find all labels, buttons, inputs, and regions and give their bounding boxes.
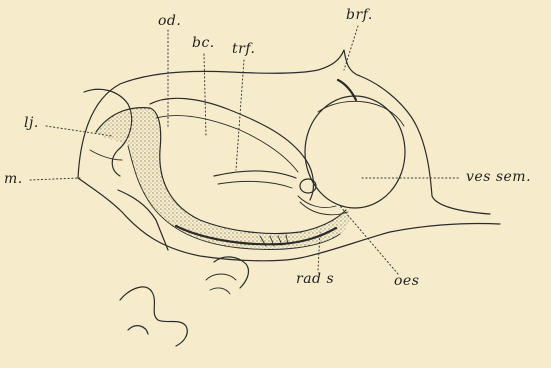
seminal-vesicle: [305, 96, 405, 208]
label-rads: rad s: [296, 272, 334, 286]
label-m: m.: [4, 172, 23, 186]
transverse-fold-lower: [218, 181, 292, 188]
leader-brf: [344, 26, 358, 70]
label-od: od.: [158, 14, 181, 28]
transverse-fold: [214, 171, 296, 178]
leader-bc: [204, 54, 206, 136]
leader-m: [30, 178, 80, 180]
buccal-cavity-inner: [156, 116, 298, 172]
label-trf: trf.: [232, 42, 255, 56]
ventral-fringe: [120, 257, 248, 346]
ventral-lobe: [206, 274, 236, 294]
buccal-cavity-outline: [150, 98, 313, 200]
label-ves-sem: ves sem.: [466, 170, 531, 184]
label-oes: oes: [394, 274, 419, 288]
label-brf: brf.: [346, 8, 373, 22]
label-lj: lj.: [24, 116, 39, 130]
leader-oes: [340, 206, 398, 274]
label-bc: bc.: [192, 36, 215, 50]
